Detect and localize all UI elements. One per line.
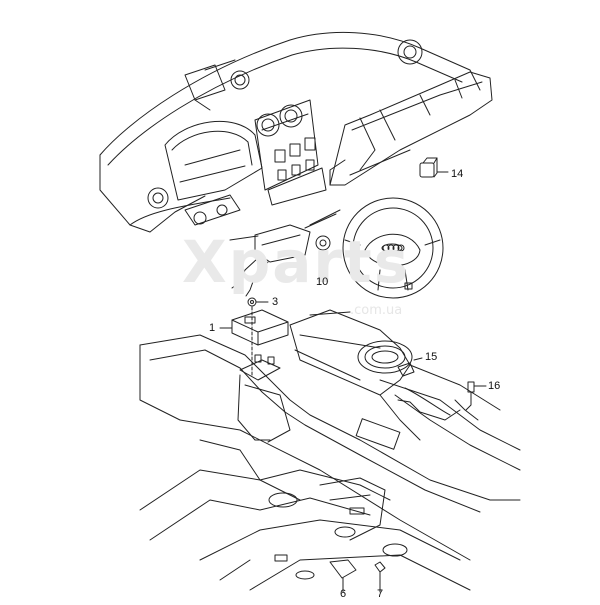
steering-wheel xyxy=(342,197,444,299)
callout-1: 1 xyxy=(209,322,216,334)
part-14-switch xyxy=(419,157,449,178)
rear-floor xyxy=(139,469,471,593)
floor-pan xyxy=(139,309,521,561)
part-3-nut xyxy=(247,297,269,307)
callout-3: 3 xyxy=(272,296,279,308)
mount-bracket xyxy=(239,354,281,381)
callout-7: 7 xyxy=(377,588,384,600)
watermark-main: Xparts xyxy=(182,228,411,296)
part-10-column-switch xyxy=(229,209,341,297)
callout-10: 10 xyxy=(316,276,329,288)
watermark-sub: .com.ua xyxy=(350,303,403,318)
callout-6: 6 xyxy=(340,588,347,600)
callout-16: 16 xyxy=(488,380,501,392)
part-1-control-unit xyxy=(219,306,289,376)
dashboard xyxy=(99,31,493,233)
callout-14: 14 xyxy=(451,168,464,180)
callout-15: 15 xyxy=(425,351,438,363)
